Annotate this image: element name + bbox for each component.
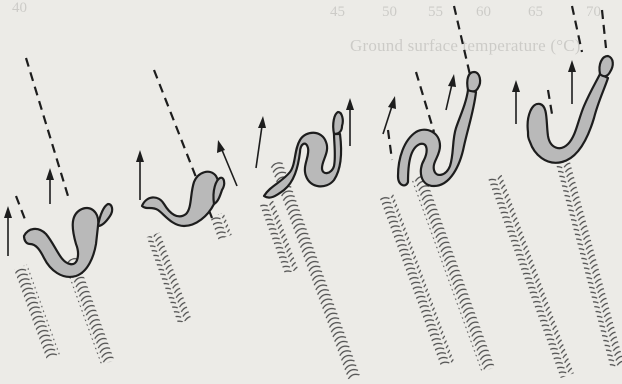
snake-head: [467, 72, 480, 91]
dashed-path-line: [602, 10, 606, 48]
dashed-path-line: [388, 130, 392, 160]
snake-body: [24, 208, 98, 277]
track-marks: [210, 212, 231, 239]
track-marks: [411, 174, 495, 372]
movement-arrow: [136, 150, 144, 200]
stage-2: [136, 70, 237, 324]
dashed-path-line: [572, 6, 582, 52]
dashed-path-line: [26, 58, 68, 196]
dashed-path-line: [548, 90, 552, 114]
snake-head: [333, 112, 343, 134]
track-marks: [14, 265, 60, 360]
snake-body: [528, 74, 608, 163]
track-marks: [554, 152, 622, 368]
snake-body: [142, 172, 218, 226]
dashed-path-line: [16, 196, 26, 222]
snake-body: [398, 90, 476, 186]
track-marks: [147, 232, 192, 323]
movement-arrow: [46, 168, 54, 204]
track-marks: [380, 193, 455, 367]
track-marks: [488, 174, 574, 378]
movement-arrow: [4, 206, 12, 256]
stage-3: [256, 98, 361, 380]
stage-4: [380, 6, 495, 372]
stage-1: [4, 58, 114, 365]
dashed-path-line: [416, 72, 434, 132]
movement-arrow: [446, 74, 456, 110]
movement-arrow: [346, 98, 354, 146]
movement-arrow: [568, 60, 576, 104]
movement-arrow: [256, 116, 266, 168]
movement-arrow: [512, 80, 520, 124]
stage-5: [488, 6, 622, 378]
snake-head: [599, 56, 612, 76]
track-marks: [269, 160, 360, 379]
snake-head: [98, 204, 112, 226]
movement-arrow: [383, 96, 396, 134]
